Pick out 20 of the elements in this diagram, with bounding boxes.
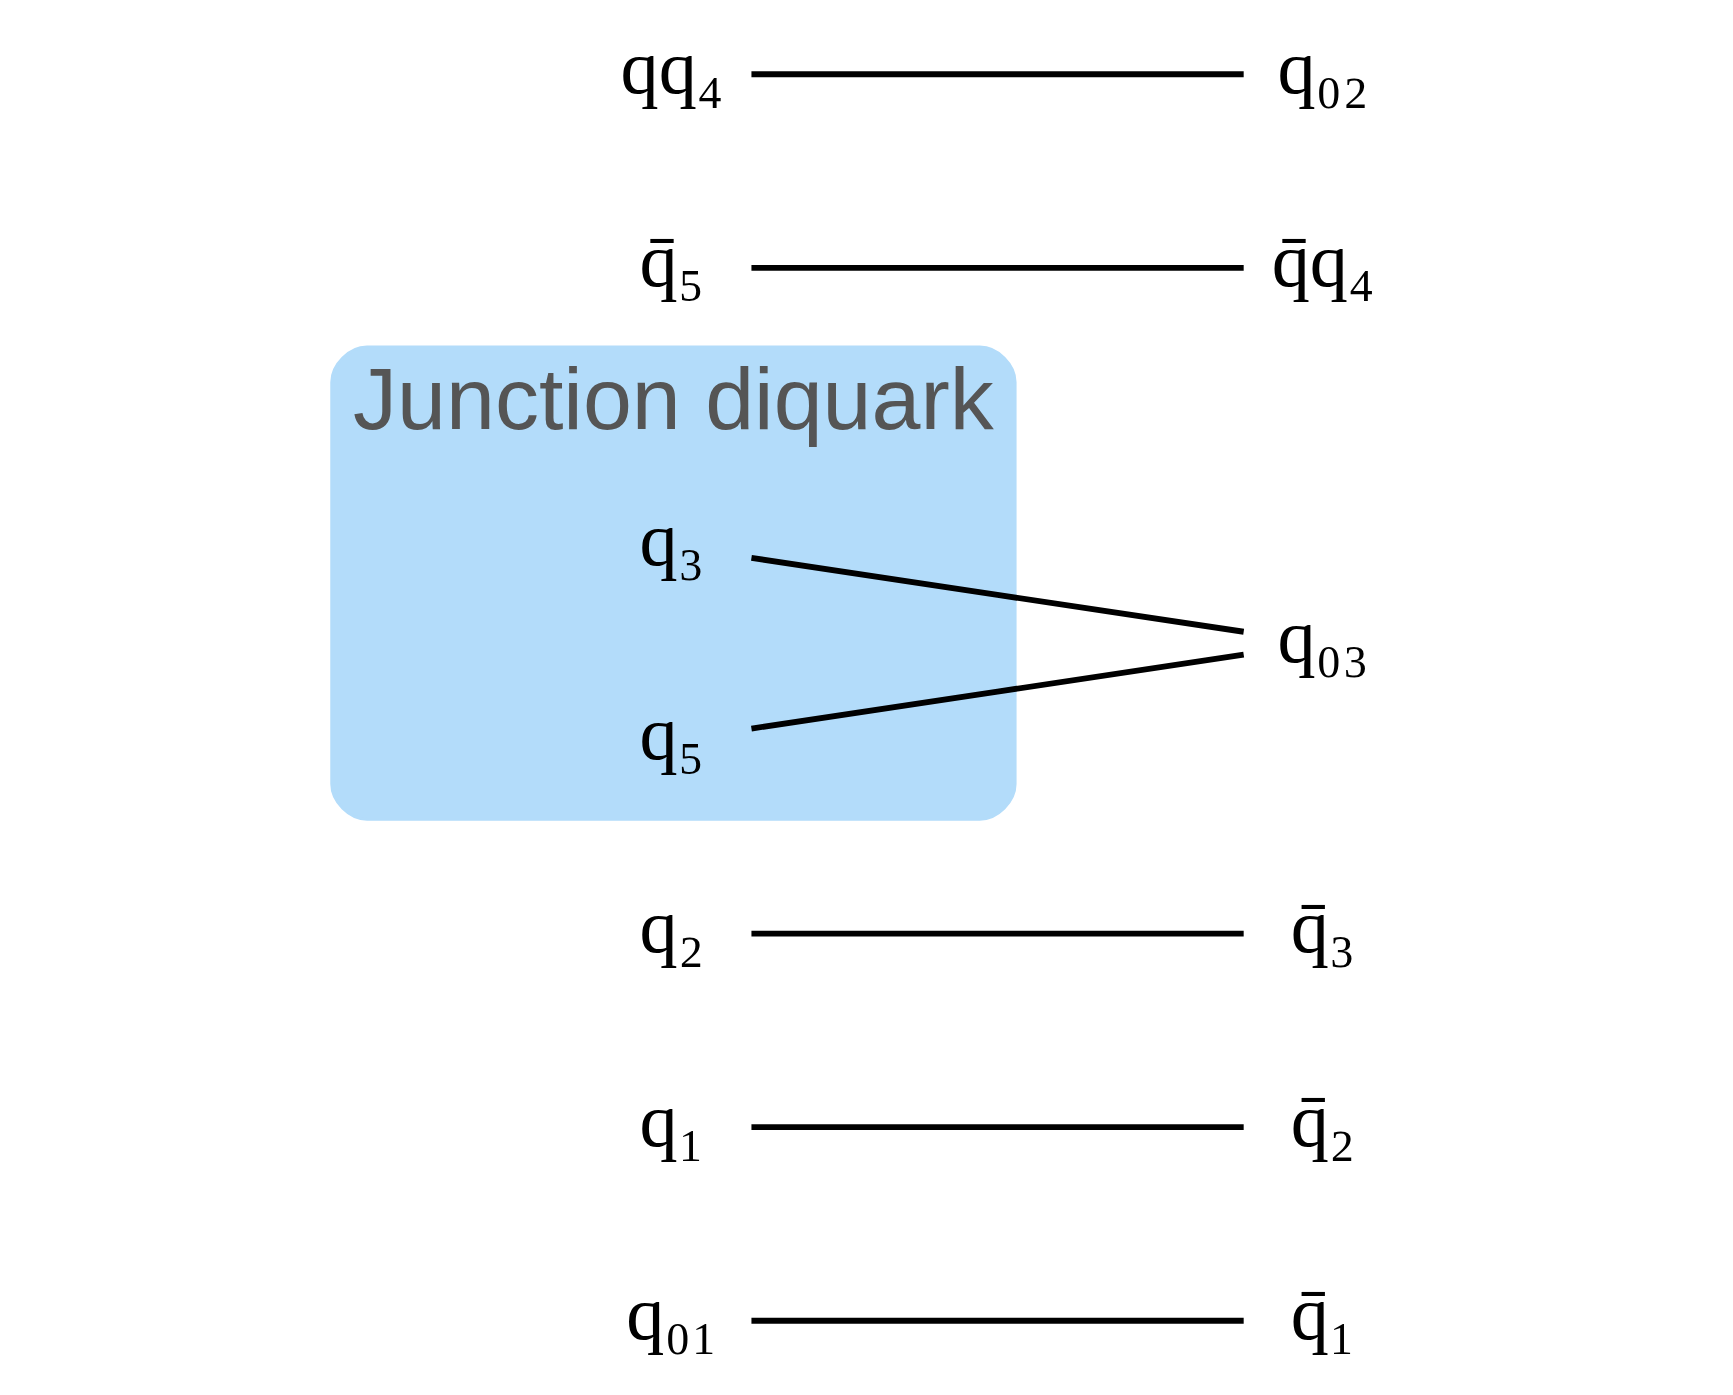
node-text: q̄₁ (1290, 1271, 1355, 1356)
connector (750, 1317, 1244, 1324)
node-text: q₀₃ (1276, 593, 1369, 678)
connector (750, 71, 1244, 78)
node-text: q̄₂ (1290, 1077, 1355, 1162)
connector (750, 555, 1244, 635)
connector (750, 651, 1244, 732)
node-text: q̄₃ (1290, 884, 1355, 969)
connector (750, 930, 1244, 937)
node-text: q₂ (639, 884, 704, 969)
node-text: q₅ (639, 690, 704, 775)
node-text: q₃ (639, 496, 704, 581)
node-text: q₀₁ (625, 1271, 718, 1356)
connector (750, 1124, 1244, 1131)
node-text: q̄q₄ (1271, 218, 1374, 303)
node-text: q₀₂ (1276, 24, 1369, 109)
node-text: q̄₅ (639, 218, 704, 303)
node-text: q₁ (639, 1077, 704, 1162)
node-text: qq₄ (620, 24, 723, 109)
connector (750, 264, 1244, 271)
